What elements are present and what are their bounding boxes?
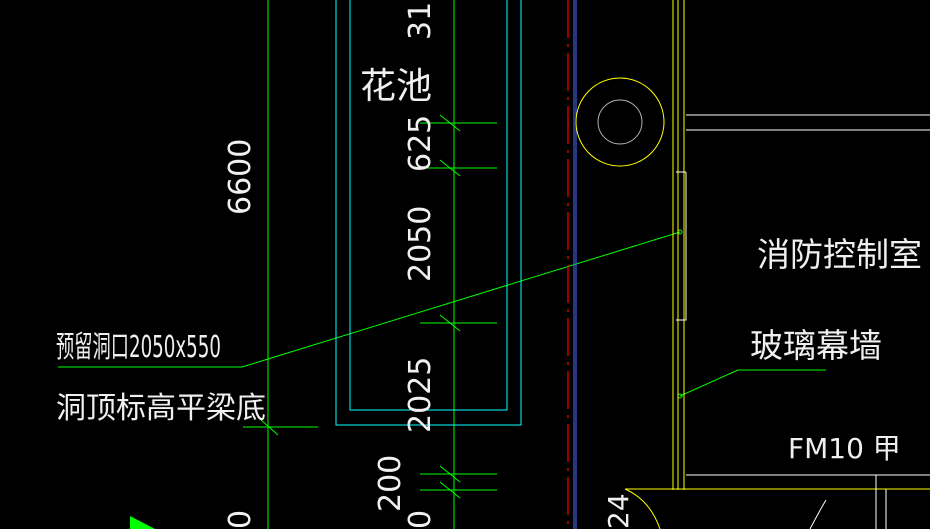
door-tag-label: FM10 甲 bbox=[788, 432, 901, 465]
drain-circle bbox=[597, 99, 643, 145]
dim-200: 200 bbox=[373, 455, 408, 512]
white-walls bbox=[676, 114, 930, 529]
arrow-marker bbox=[130, 516, 155, 529]
flower-bed-outline bbox=[335, 0, 522, 426]
dim-6600: 6600 bbox=[223, 139, 258, 215]
dim-2050: 2050 bbox=[403, 206, 438, 282]
dim-0-left: 0 bbox=[223, 510, 258, 529]
dim-2025: 2025 bbox=[403, 357, 438, 433]
dim-315: 315 bbox=[403, 0, 438, 40]
dim-0-mid: 0 bbox=[403, 510, 438, 529]
fire-control-room-label: 消防控制室 bbox=[757, 235, 922, 274]
dim-625: 625 bbox=[403, 115, 438, 172]
dim-24: 24 bbox=[602, 493, 635, 529]
blue-wall-lines bbox=[573, 0, 577, 529]
opening-note-line1: 预留洞口2050x550 bbox=[56, 330, 221, 365]
yellow-linework bbox=[575, 0, 930, 529]
glass-curtain-wall-label: 玻璃幕墙 bbox=[750, 326, 882, 365]
flower-bed-label: 花池 bbox=[360, 66, 432, 107]
opening-note-line2: 洞顶标高平梁底 bbox=[56, 391, 266, 426]
green-linework bbox=[58, 0, 826, 529]
